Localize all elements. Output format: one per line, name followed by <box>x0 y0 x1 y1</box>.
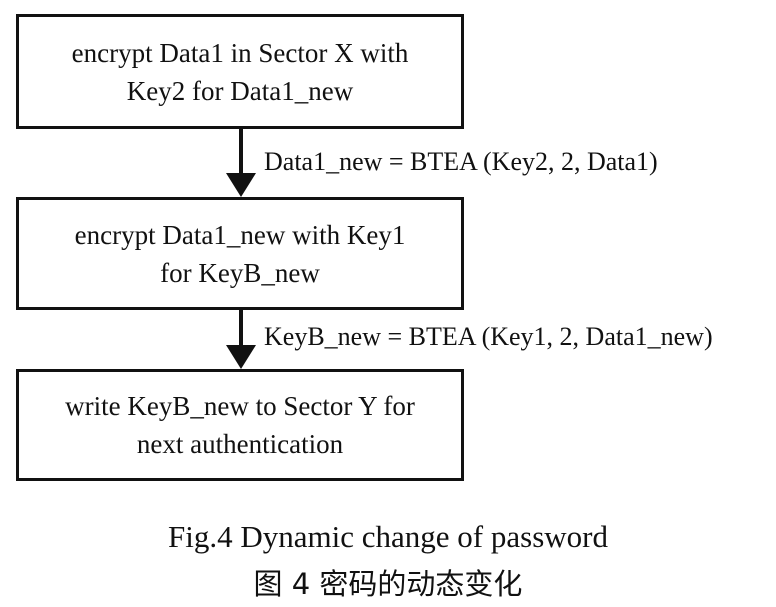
step-3-line-2: next authentication <box>136 429 344 459</box>
step-2-line-1: encrypt Data1_new with Key1 <box>74 219 406 250</box>
flow-arrow-1 <box>226 129 256 197</box>
step-box-write-keyb-new: write KeyB_new to Sector Y for next auth… <box>16 369 464 481</box>
step-box-encrypt-data1-new: encrypt Data1_new with Key1 for KeyB_new <box>16 197 464 310</box>
step-1-line-2: Key2 for Data1_new <box>126 75 354 106</box>
figure-caption-chinese: 图 4 密码的动态变化 <box>253 567 523 601</box>
arrow-shaft <box>239 129 243 175</box>
step-3-line-1: write KeyB_new to Sector Y for <box>65 391 415 421</box>
arrow-shaft <box>239 310 243 347</box>
arrow-down-icon <box>226 345 256 369</box>
step-2-line-2: for KeyB_new <box>160 257 320 288</box>
step-box-encrypt-data1: encrypt Data1 in Sector X with Key2 for … <box>16 14 464 129</box>
arrow-down-icon <box>226 173 256 197</box>
figure-caption-english: Fig.4 Dynamic change of password <box>168 519 608 554</box>
step-1-line-1: encrypt Data1 in Sector X with <box>71 37 409 68</box>
transition-formula-2: KeyB_new = BTEA (Key1, 2, Data1_new) <box>264 322 713 351</box>
flow-arrow-2 <box>226 310 256 369</box>
transition-formula-1: Data1_new = BTEA (Key2, 2, Data1) <box>264 147 658 176</box>
